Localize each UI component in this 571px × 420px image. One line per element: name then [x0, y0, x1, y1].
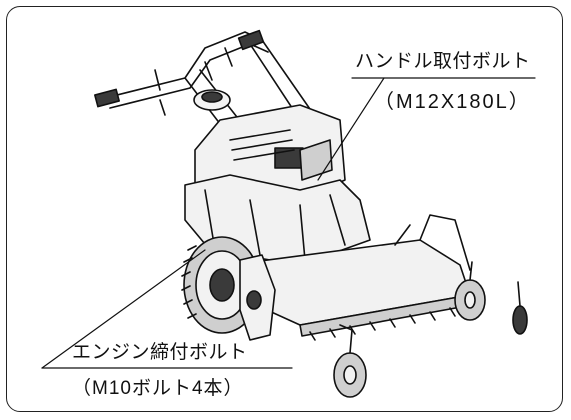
figure-border [6, 6, 563, 412]
drive-wheel [181, 236, 276, 341]
handle-bolt-label: ハンドル取付ボルト [355, 51, 531, 72]
engine-bolt-label: エンジン締付ボルト [72, 342, 248, 363]
handle-bolt-spec: （M12X180L） [374, 91, 531, 113]
callout-leaders [41, 77, 536, 369]
caster-wheels [333, 261, 528, 398]
engine-bolt-spec: （M10ボルト4本） [72, 378, 244, 399]
